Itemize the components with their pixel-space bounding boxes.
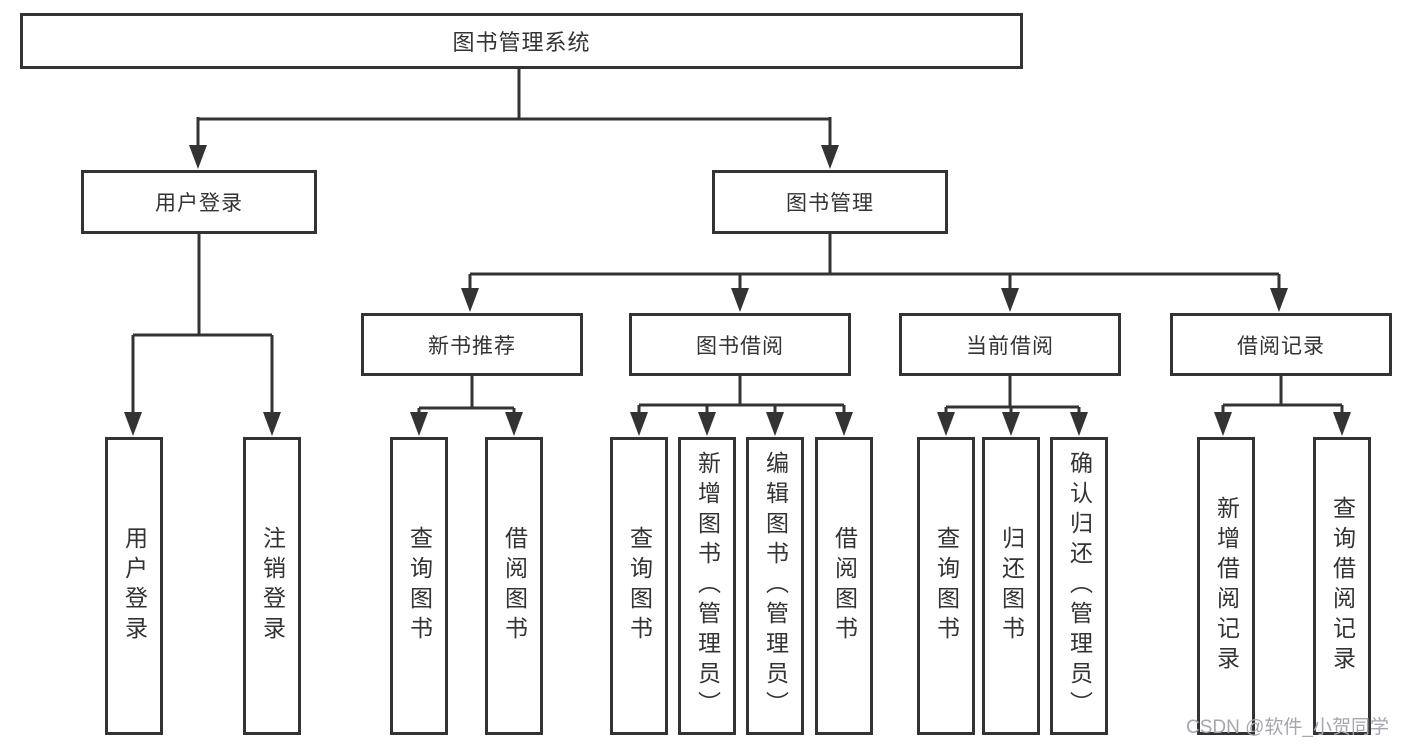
leaf-br-add-record: 新增借阅记录: [1197, 437, 1255, 735]
csdn-watermark: CSDN @软件_小贺同学: [1186, 717, 1389, 738]
leaf-nbr-borrow-books: 借阅图书: [485, 437, 543, 735]
node-system-root: 图书管理系统: [20, 13, 1023, 69]
arrowheads: [124, 145, 1351, 436]
leaf-br-query-record: 查询借阅记录: [1313, 437, 1371, 735]
leaf-logout: 注销登录: [243, 437, 301, 735]
node-user-login: 用户登录: [81, 170, 317, 234]
leaf-user-login: 用户登录: [105, 437, 163, 735]
leaf-cb-confirm-return-admin: 确认归还（管理员）: [1050, 437, 1108, 735]
leaf-cb-query-books: 查询图书: [917, 437, 975, 735]
leaf-bb-edit-books-admin: 编辑图书（管理员）: [746, 437, 804, 735]
node-book-borrow: 图书借阅: [629, 313, 851, 376]
node-borrow-records: 借阅记录: [1170, 313, 1392, 376]
node-current-borrow: 当前借阅: [899, 313, 1121, 376]
leaf-bb-add-books-admin: 新增图书（管理员）: [678, 437, 736, 735]
leaf-bb-borrow-books: 借阅图书: [815, 437, 873, 735]
node-book-management: 图书管理: [712, 170, 948, 234]
leaf-cb-return-books: 归还图书: [982, 437, 1040, 735]
leaf-bb-query-books: 查询图书: [610, 437, 668, 735]
leaf-nbr-query-books: 查询图书: [390, 437, 448, 735]
node-new-book-recommend: 新书推荐: [361, 313, 583, 376]
